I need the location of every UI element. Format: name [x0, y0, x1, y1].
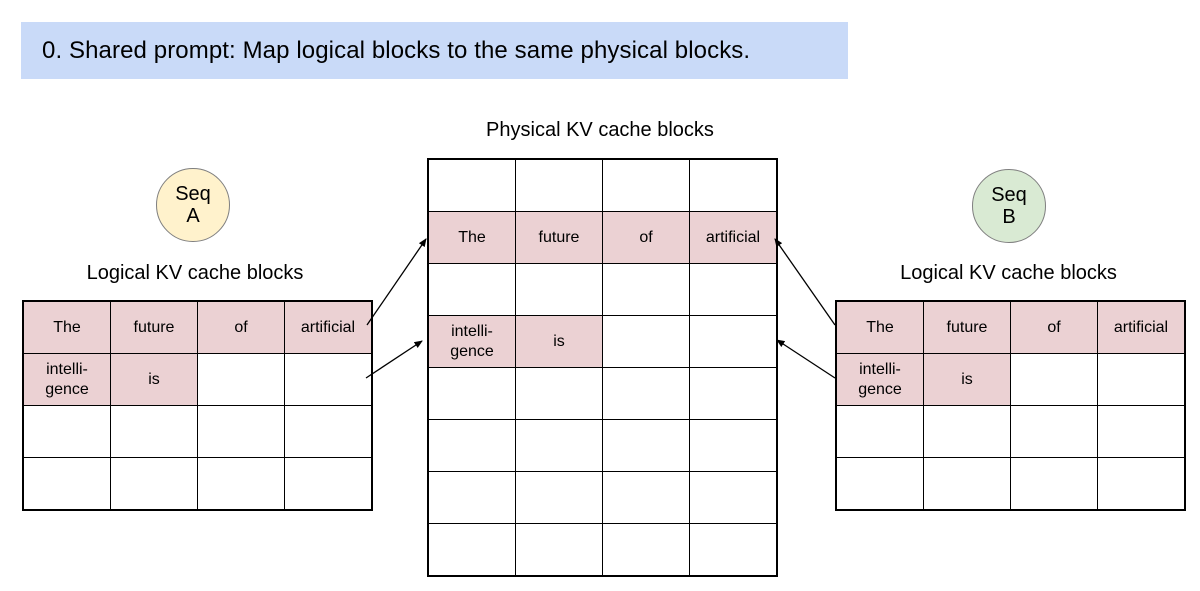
title-banner: 0. Shared prompt: Map logical blocks to …: [21, 22, 848, 79]
kv-cell-r0c1: future: [923, 300, 1011, 354]
kv-cell-r2c2: [197, 405, 285, 458]
kv-cell-r1c3: artificial: [689, 211, 778, 264]
title-text: 0. Shared prompt: Map logical blocks to …: [42, 36, 751, 64]
kv-row: [427, 419, 778, 472]
kv-cell-r3c2: [1010, 457, 1098, 511]
kv-cell-r4c2: [602, 367, 690, 420]
kv-cell-r7c0: [427, 523, 516, 577]
kv-cell-r3c3: [284, 457, 373, 511]
seq-a-badge-line1: Seq: [175, 183, 211, 205]
kv-cell-r2c0: [835, 405, 924, 458]
kv-cell-r1c0: The: [427, 211, 516, 264]
kv-cell-r0c2: of: [1010, 300, 1098, 354]
kv-cell-r3c0: intelli- gence: [427, 315, 516, 368]
kv-cell-r4c3: [689, 367, 778, 420]
kv-cell-r6c3: [689, 471, 778, 524]
kv-cell-r0c3: artificial: [1097, 300, 1186, 354]
kv-cell-r4c1: [515, 367, 603, 420]
kv-row: [427, 471, 778, 524]
arrow-seq-b-block0: [774, 238, 836, 326]
kv-cell-r2c2: [602, 263, 690, 316]
kv-cell-r2c0: [427, 263, 516, 316]
kv-cell-r2c1: [110, 405, 198, 458]
kv-cell-r2c1: [515, 263, 603, 316]
kv-cell-r7c3: [689, 523, 778, 577]
kv-cell-r0c2: of: [197, 300, 285, 354]
kv-row: [427, 523, 778, 577]
kv-cell-r5c0: [427, 419, 516, 472]
kv-cell-r2c0: [22, 405, 111, 458]
kv-cell-r0c1: [515, 158, 603, 212]
kv-cell-r1c3: [1097, 353, 1186, 406]
kv-cell-r3c2: [197, 457, 285, 511]
seq-a-badge: Seq A: [156, 168, 230, 242]
kv-cell-r1c1: is: [923, 353, 1011, 406]
kv-cell-r2c3: [689, 263, 778, 316]
kv-cell-r5c3: [689, 419, 778, 472]
kv-cell-r3c3: [1097, 457, 1186, 511]
kv-cell-r3c1: [923, 457, 1011, 511]
arrow-seq-b-block1: [776, 339, 836, 379]
seq-b-badge: Seq B: [972, 169, 1046, 243]
seq-a-table-title: Logical KV cache blocks: [86, 262, 304, 284]
kv-cell-r1c3: [284, 353, 373, 406]
kv-cell-r1c0: intelli- gence: [835, 353, 924, 406]
kv-row: [22, 457, 373, 511]
kv-cell-r0c0: [427, 158, 516, 212]
kv-cell-r5c1: [515, 419, 603, 472]
kv-cell-r0c1: future: [110, 300, 198, 354]
kv-row: [835, 405, 1186, 458]
kv-cell-r6c1: [515, 471, 603, 524]
kv-cell-r3c1: [110, 457, 198, 511]
kv-cell-r3c1: is: [515, 315, 603, 368]
kv-cell-r1c0: intelli- gence: [22, 353, 111, 406]
arrow-seq-a-block0: [366, 238, 427, 326]
physical-table-title: Physical KV cache blocks: [486, 119, 714, 141]
kv-row: [22, 405, 373, 458]
kv-cell-r6c2: [602, 471, 690, 524]
kv-cell-r0c3: [689, 158, 778, 212]
kv-cell-r7c1: [515, 523, 603, 577]
kv-row: [427, 158, 778, 212]
kv-cell-r0c2: [602, 158, 690, 212]
kv-cell-r2c2: [1010, 405, 1098, 458]
kv-cell-r5c2: [602, 419, 690, 472]
seq-b-table-title: Logical KV cache blocks: [900, 262, 1117, 284]
kv-cell-r0c3: artificial: [284, 300, 373, 354]
kv-row: [835, 457, 1186, 511]
seq-b-badge-line2: B: [1002, 206, 1016, 228]
kv-cell-r7c2: [602, 523, 690, 577]
kv-cell-r3c3: [689, 315, 778, 368]
seq-b-badge-line1: Seq: [991, 184, 1027, 206]
kv-cell-r1c2: [1010, 353, 1098, 406]
kv-cell-r6c0: [427, 471, 516, 524]
kv-row: [427, 263, 778, 316]
kv-cell-r2c3: [284, 405, 373, 458]
kv-cell-r3c0: [835, 457, 924, 511]
kv-cell-r3c0: [22, 457, 111, 511]
kv-cell-r3c2: [602, 315, 690, 368]
kv-cell-r0c0: The: [835, 300, 924, 354]
kv-cell-r2c1: [923, 405, 1011, 458]
kv-cell-r1c1: is: [110, 353, 198, 406]
kv-row: [427, 367, 778, 420]
kv-cell-r0c0: The: [22, 300, 111, 354]
kv-cell-r1c2: [197, 353, 285, 406]
arrow-seq-a-block1: [365, 340, 423, 379]
kv-cell-r4c0: [427, 367, 516, 420]
seq-a-badge-line2: A: [186, 205, 200, 227]
kv-cell-r1c2: of: [602, 211, 690, 264]
kv-cell-r1c1: future: [515, 211, 603, 264]
kv-cell-r2c3: [1097, 405, 1186, 458]
